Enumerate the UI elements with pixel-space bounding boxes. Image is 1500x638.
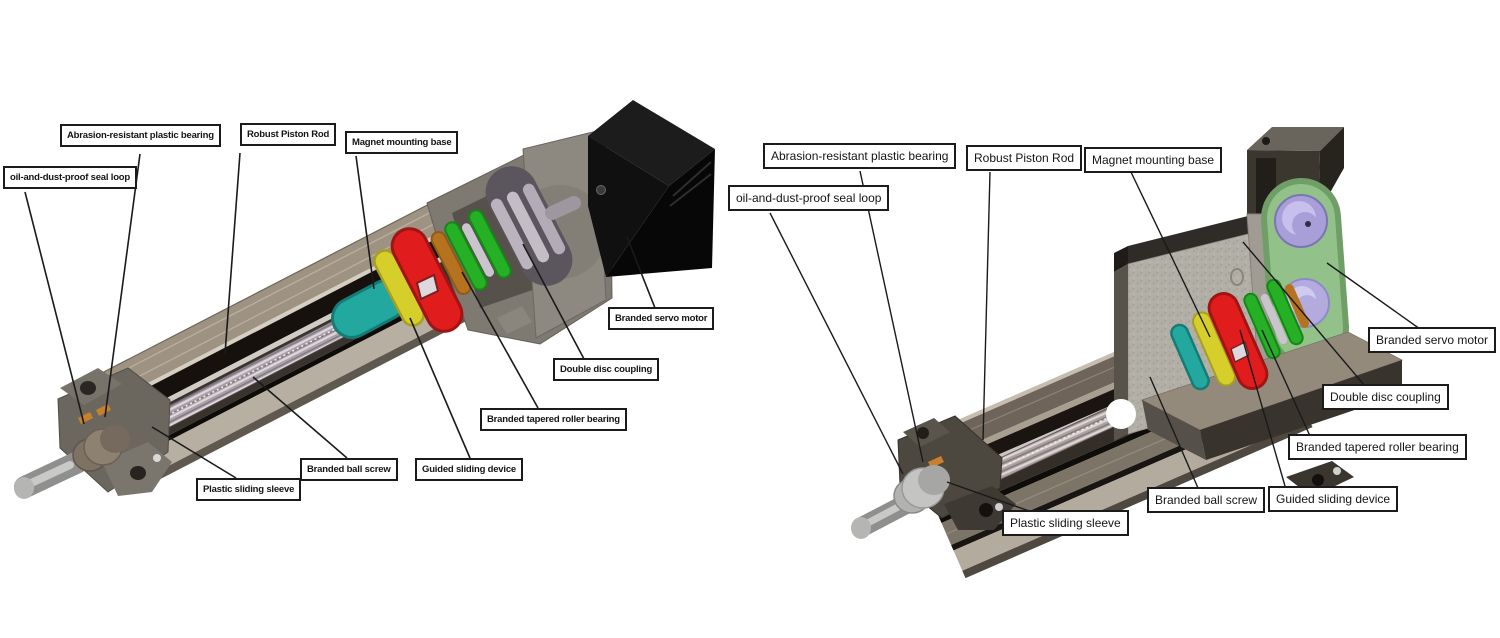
- label-right-abrasion-resistant-plastic-bearing: Abrasion-resistant plastic bearing: [763, 143, 957, 169]
- label-right-plastic-sliding-sleeve: Plastic sliding sleeve: [1002, 510, 1129, 536]
- left-magnet-mounting-base: [375, 251, 423, 325]
- label-left-magnet-mounting-base: Magnet mounting base: [345, 131, 459, 154]
- right-leader-lines: [769, 169, 1421, 513]
- label-left-double-disc-coupling: Double disc coupling: [553, 358, 660, 381]
- label-right-guided-sliding-device: Guided sliding device: [1268, 486, 1399, 512]
- right-magnet-mounting-base: [1194, 313, 1234, 385]
- left-seal-loop-strip: [78, 412, 93, 424]
- label-right-branded-ball-screw: Branded ball screw: [1147, 487, 1266, 513]
- right-tapered-roller-bearing: [1245, 294, 1279, 358]
- left-servo-motor: [588, 100, 715, 277]
- label-right-branded-servo-motor: Branded servo motor: [1368, 327, 1497, 353]
- left-cylinder-body: [95, 199, 569, 484]
- label-left-oil-and-dust-proof-seal-loop: oil-and-dust-proof seal loop: [3, 166, 138, 189]
- right-belt-drive: [1261, 178, 1349, 368]
- left-machine: [14, 100, 715, 499]
- left-ball-nut: [334, 282, 404, 336]
- label-right-double-disc-coupling: Double disc coupling: [1322, 384, 1449, 410]
- left-drive-train-stack: [331, 166, 581, 339]
- left-rod-end: [14, 367, 172, 499]
- label-left-plastic-sliding-sleeve: Plastic sliding sleeve: [196, 478, 302, 501]
- left-leader-lines: [24, 152, 656, 479]
- right-seal-loop-strip: [928, 456, 944, 468]
- label-left-branded-ball-screw: Branded ball screw: [300, 458, 398, 481]
- label-left-guided-sliding-device: Guided sliding device: [415, 458, 523, 481]
- left-double-disc-coupling: [490, 198, 534, 270]
- label-left-branded-servo-motor: Branded servo motor: [608, 307, 715, 330]
- left-piston-rod-tube: [111, 230, 461, 423]
- left-tapered-roller-bearing: [446, 223, 486, 289]
- right-ball-nut: [1172, 326, 1208, 388]
- label-right-branded-tapered-roller-bearing: Branded tapered roller bearing: [1288, 434, 1467, 460]
- label-left-abrasion-resistant-plastic-bearing: Abrasion-resistant plastic bearing: [60, 124, 221, 147]
- label-left-branded-tapered-roller-bearing: Branded tapered roller bearing: [480, 408, 627, 431]
- label-left-robust-piston-rod: Robust Piston Rod: [240, 123, 337, 146]
- right-guided-sliding-device: [1210, 295, 1266, 387]
- label-right-robust-piston-rod: Robust Piston Rod: [966, 145, 1083, 171]
- label-right-magnet-mounting-base: Magnet mounting base: [1084, 147, 1223, 173]
- label-right-oil-and-dust-proof-seal-loop: oil-and-dust-proof seal loop: [728, 185, 890, 211]
